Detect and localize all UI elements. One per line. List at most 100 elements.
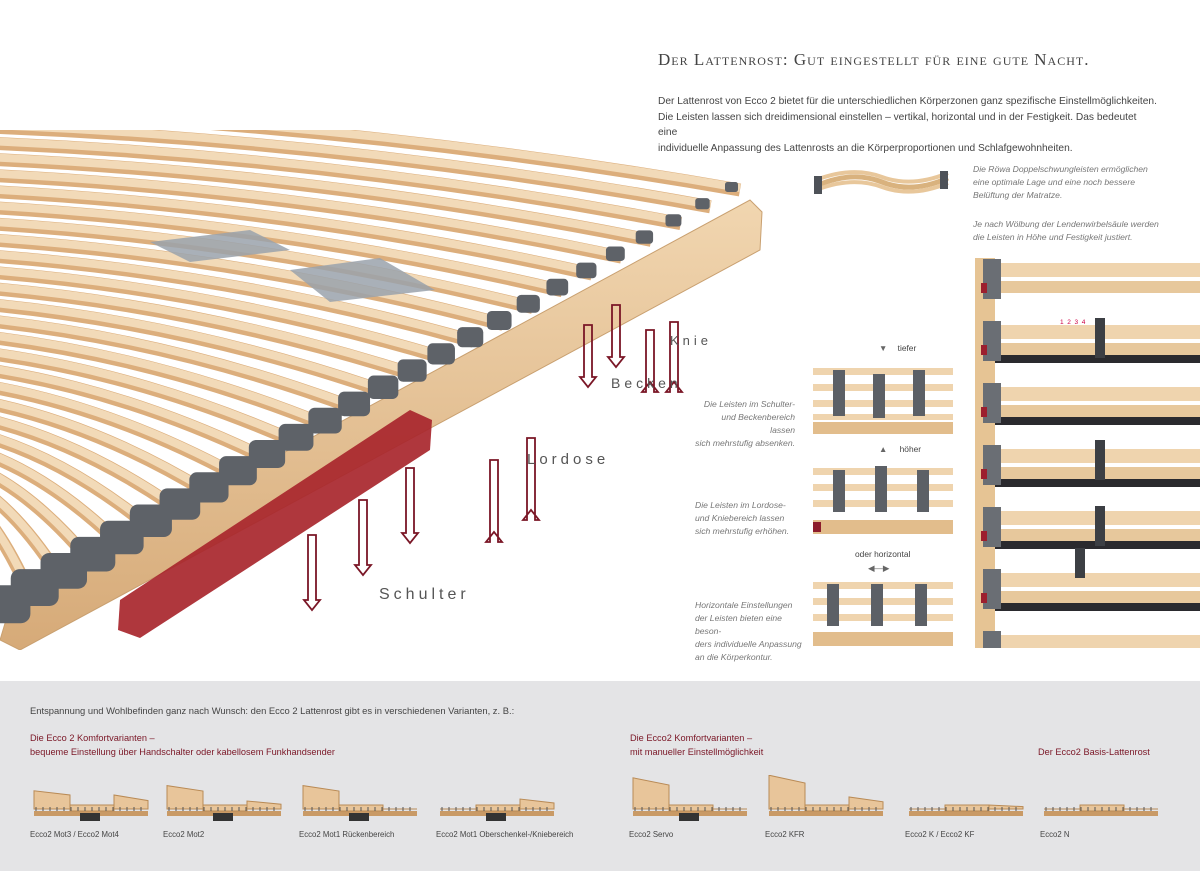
hoeher-label-group: ▲ höher bbox=[879, 444, 921, 454]
slat-clip bbox=[338, 391, 371, 417]
arrow-down-icon bbox=[353, 499, 373, 577]
caption-line: eine optimale Lage und eine noch bessere bbox=[973, 177, 1135, 187]
firmness-digit: 4 bbox=[1081, 319, 1086, 326]
caption-line: und Beckenbereich lassen bbox=[721, 412, 795, 435]
caption-line: Die Leisten im Lordose- bbox=[695, 500, 786, 510]
slat-clip bbox=[605, 246, 625, 261]
caption-line: Die Leisten im Schulter- bbox=[703, 399, 795, 409]
product-name: Ecco2 Mot3 / Ecco2 Mot4 bbox=[30, 830, 119, 839]
product-variant[interactable]: Ecco2 N bbox=[1040, 775, 1162, 839]
product-image bbox=[166, 785, 282, 821]
group-line: Die Ecco 2 Komfortvarianten – bbox=[30, 733, 155, 743]
product-variant[interactable]: Ecco2 Mot1 Oberschenkel-/Kniebereich bbox=[436, 775, 573, 839]
group-line: mit manueller Einstellmöglichkeit bbox=[630, 747, 764, 757]
slat-clip bbox=[725, 182, 738, 192]
firmness-digit: 2 bbox=[1067, 319, 1071, 326]
arrow-down-icon bbox=[302, 534, 322, 612]
arrow-up-icon bbox=[640, 329, 660, 393]
slat-clip bbox=[695, 198, 710, 210]
zone-label-schulter: Schulter bbox=[379, 586, 470, 603]
variants-lead: Entspannung und Wohlbefinden ganz nach W… bbox=[30, 705, 515, 716]
slat-clip bbox=[397, 359, 427, 382]
slat-clip bbox=[546, 278, 569, 296]
product-name: Ecco2 Mot1 Oberschenkel-/Kniebereich bbox=[436, 830, 574, 839]
arrow-up-icon: ▲ bbox=[879, 444, 888, 454]
product-name: Ecco2 N bbox=[1040, 830, 1070, 839]
variants-panel bbox=[0, 681, 1200, 871]
slat-clip bbox=[576, 262, 597, 279]
arrow-left-right-icon: ◀—▶ bbox=[868, 563, 890, 573]
group-line: bequeme Einstellung über Handschalter od… bbox=[30, 747, 335, 757]
arrow-down-icon: ▼ bbox=[879, 343, 888, 353]
caption-line: Je nach Wölbung der Lendenwirbelsäule we… bbox=[973, 219, 1159, 229]
product-image bbox=[632, 777, 747, 821]
caption-line: sich mehrstufig erhöhen. bbox=[695, 526, 790, 536]
zone-label-lordose: Lordose bbox=[527, 451, 610, 468]
caption-line: Belüftung der Matratze. bbox=[973, 190, 1063, 200]
product-image bbox=[33, 790, 149, 821]
group-line: Die Ecco2 Komfortvarianten – bbox=[630, 733, 753, 743]
product-variant[interactable]: Ecco2 Mot2 bbox=[163, 775, 285, 839]
roewa-slat-image bbox=[814, 170, 950, 194]
zone-label-knie: Knie bbox=[670, 333, 713, 348]
intro-text: Der Lattenrost von Ecco 2 bietet für die… bbox=[658, 94, 1158, 156]
variant-group-comfort-manual: Die Ecco2 Komfortvarianten – mit manuell… bbox=[630, 731, 763, 759]
caption-lordose: Die Leisten im Lordose- und Kniebereich … bbox=[695, 499, 800, 538]
caption-line: Horizontale Einstellungen bbox=[695, 600, 793, 610]
slat-clip bbox=[457, 327, 484, 348]
slat-closeup-topview bbox=[975, 258, 1200, 648]
caption-line: sich mehrstufig absenken. bbox=[695, 438, 795, 448]
caption-line: ders individuelle Anpassung bbox=[695, 639, 802, 649]
tiefer-label-group: ▼ tiefer bbox=[879, 343, 916, 353]
caption-line: an die Körperkontur. bbox=[695, 652, 773, 662]
firmness-scale-1: 1 2 3 4 bbox=[1060, 319, 1085, 326]
intro-line: Die Leisten lassen sich dreidimensional … bbox=[658, 111, 1137, 139]
adjust-photo-lower bbox=[813, 368, 953, 434]
hoeher-label: höher bbox=[899, 444, 922, 454]
horizontal-label: oder horizontal bbox=[855, 549, 911, 559]
slat bbox=[995, 387, 1200, 401]
tiefer-label: tiefer bbox=[897, 343, 917, 353]
arrow-up-icon bbox=[484, 459, 504, 543]
product-variant[interactable]: Ecco2 Servo bbox=[629, 775, 751, 839]
product-name: Ecco2 Mot2 bbox=[163, 830, 205, 839]
intro-line: Der Lattenrost von Ecco 2 bietet für die… bbox=[658, 96, 1157, 107]
arrow-down-icon bbox=[400, 467, 420, 545]
product-variant[interactable]: Ecco2 K / Ecco2 KF bbox=[905, 775, 1027, 839]
firmness-digit: 3 bbox=[1074, 319, 1079, 326]
slat-clip bbox=[219, 456, 257, 486]
caption-line: Die Röwa Doppelschwungleisten ermögliche… bbox=[973, 164, 1148, 174]
caption-woelbung: Je nach Wölbung der Lendenwirbelsäule we… bbox=[973, 218, 1159, 244]
arrow-down-icon bbox=[606, 304, 626, 369]
product-image bbox=[768, 774, 884, 816]
product-image bbox=[909, 804, 1024, 816]
slat-clip bbox=[308, 407, 342, 434]
slat-clip bbox=[367, 375, 399, 399]
slat-clip bbox=[635, 230, 654, 244]
caption-schulter: Die Leisten im Schulter- und Beckenberei… bbox=[695, 398, 795, 450]
caption-line: der Leisten bieten eine beson- bbox=[695, 613, 782, 636]
firmness-digit: 1 bbox=[1060, 319, 1064, 326]
variant-group-comfort-motor: Die Ecco 2 Komfortvarianten – bequeme Ei… bbox=[30, 731, 335, 759]
slat-clip bbox=[516, 294, 540, 313]
product-variant[interactable]: Ecco2 Mot1 Rückenbereich bbox=[299, 775, 421, 839]
product-name: Ecco2 KFR bbox=[765, 830, 805, 839]
product-variant[interactable]: Ecco2 KFR bbox=[765, 774, 887, 839]
slat-clip bbox=[248, 440, 286, 468]
slat bbox=[995, 263, 1200, 277]
product-name: Ecco2 K / Ecco2 KF bbox=[905, 830, 975, 839]
shoulder-zone-insert bbox=[118, 410, 432, 638]
arrow-up-icon bbox=[521, 437, 541, 521]
slat-clip bbox=[427, 343, 455, 365]
product-variant[interactable]: Ecco2 Mot3 / Ecco2 Mot4 bbox=[30, 775, 152, 839]
adjust-photo-horizontal bbox=[813, 582, 953, 646]
product-image bbox=[302, 785, 417, 821]
product-name: Ecco2 Mot1 Rückenbereich bbox=[299, 830, 395, 839]
intro-line: individuelle Anpassung des Lattenrosts a… bbox=[658, 142, 1073, 154]
slatted-frame-illustration bbox=[0, 130, 763, 650]
caption-horizontal: Horizontale Einstellungen der Leisten bi… bbox=[695, 599, 805, 664]
caption-line: und Kniebereich lassen bbox=[695, 513, 785, 523]
product-image bbox=[1044, 804, 1158, 816]
product-name: Ecco2 Servo bbox=[629, 830, 674, 839]
arrow-up-icon bbox=[664, 321, 684, 393]
